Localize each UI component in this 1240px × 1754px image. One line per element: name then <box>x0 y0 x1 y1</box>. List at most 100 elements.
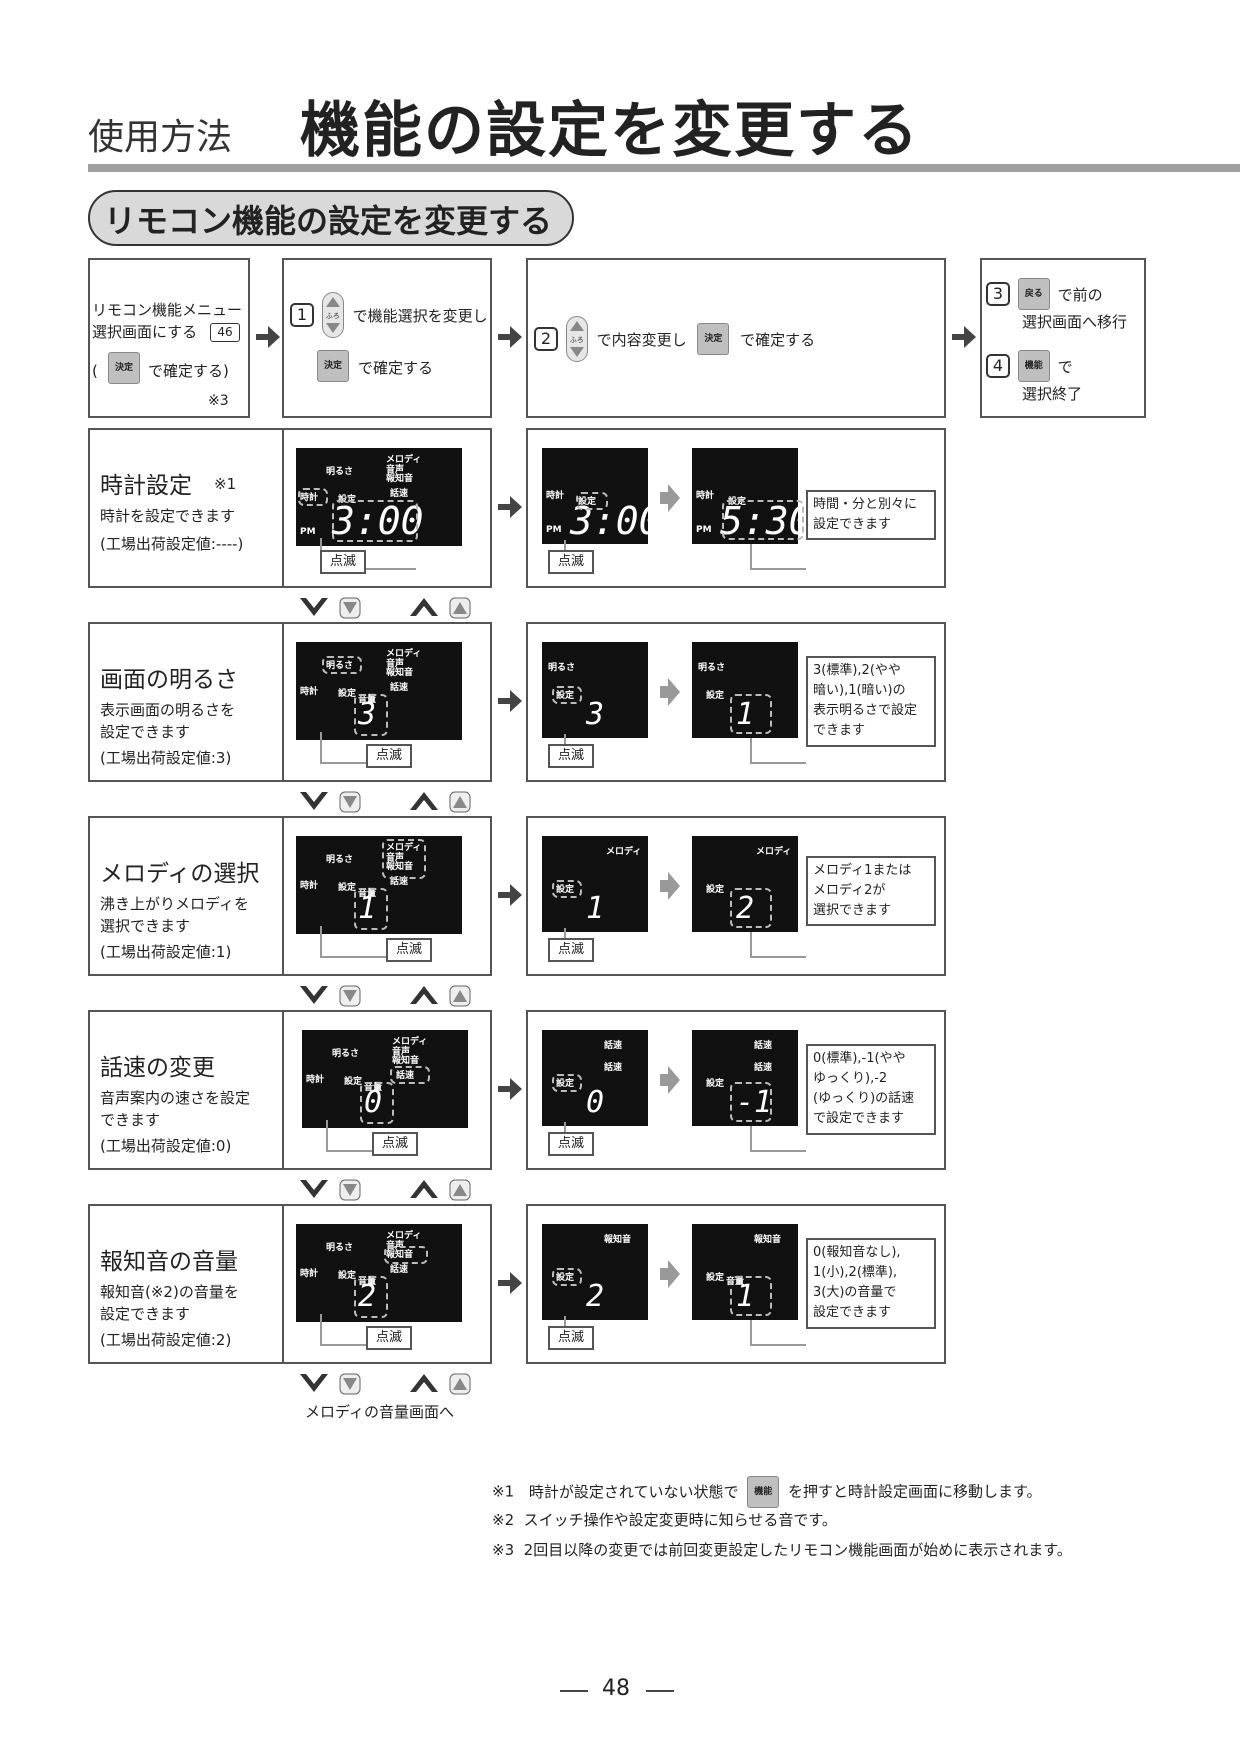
modoru-key[interactable]: 戻る <box>1017 278 1050 310</box>
row-divider <box>282 622 284 782</box>
connector-line <box>750 956 806 958</box>
display-screen <box>542 836 648 932</box>
display-label-settei: 設定 <box>728 497 747 507</box>
row-note-line: 設定できます <box>813 1305 892 1321</box>
step1-confirm: で確定する <box>358 359 434 377</box>
step2-row: 2 ふろ で内容変更し 決定 で確定する <box>534 316 815 362</box>
display-screen <box>692 642 798 738</box>
kettei-key[interactable]: 決定 <box>697 323 730 355</box>
highlight-value <box>354 888 388 930</box>
display-value: 1 <box>586 891 605 926</box>
display-label-melody: メロディ <box>756 847 792 857</box>
display-screen <box>692 1224 798 1320</box>
display-value: 2 <box>736 891 755 926</box>
display-label-tokei: 時計 <box>696 491 715 501</box>
display-label-melody: メロディ <box>606 847 642 857</box>
display-label-houchion: 報知音 <box>392 1056 420 1066</box>
display-label-onryo: 音量 <box>358 1277 377 1287</box>
start-box <box>88 258 250 418</box>
highlight-value <box>332 500 418 542</box>
row-note-line: 0(標準),-1(やや <box>813 1051 906 1066</box>
display-label-wasoku: 話速 <box>396 1071 415 1081</box>
display-label-akarusa: 明るさ <box>548 663 576 673</box>
display-label-wasoku: 話速 <box>604 1041 623 1051</box>
step1-number: 1 <box>290 303 314 327</box>
updown-key[interactable]: ふろ <box>565 316 588 362</box>
page-ref-number: 46 <box>217 325 233 339</box>
row-note-line: できます <box>813 723 866 739</box>
row-divider <box>282 816 284 976</box>
connector-line <box>320 1344 402 1346</box>
row-note-box: 0(標準),-1(ややゆっくり),-2(ゆっくり)の話速で設定できます <box>806 1044 936 1135</box>
highlight-value <box>722 500 804 540</box>
connector-line <box>750 762 806 764</box>
display-label-wasoku: 話速 <box>390 683 409 693</box>
transition-arrow-icon <box>660 872 680 900</box>
kettei-key[interactable]: 決定 <box>317 350 349 382</box>
step2-confirm: で確定する <box>740 330 816 349</box>
display-value: 1 <box>358 891 377 926</box>
step4-text2: 選択終了 <box>1022 385 1083 403</box>
display-value: 1 <box>736 1279 755 1314</box>
display-label-onryo: 音量 <box>358 889 377 899</box>
nav-arrows-icon <box>300 1179 471 1201</box>
display-label-houchion: 報知音 <box>604 1235 632 1245</box>
blink-label: 点滅 <box>548 938 595 962</box>
kinou-key[interactable]: 機能 <box>747 1476 780 1508</box>
connector-line <box>750 1320 752 1346</box>
updown-key[interactable]: ふろ <box>321 292 344 338</box>
display-label-wasoku: 話速 <box>390 489 409 499</box>
nav-arrows-icon <box>300 597 471 619</box>
display-screen <box>542 1030 648 1126</box>
highlight-value <box>360 1082 394 1124</box>
display-label-houchion: 報知音 <box>386 668 414 678</box>
blink-label: 点滅 <box>372 1132 419 1156</box>
display-screen <box>542 1224 648 1320</box>
step1-text: で機能選択を変更し <box>352 306 488 325</box>
kettei-key[interactable]: 決定 <box>108 352 140 384</box>
footnote-1-text-b: を押すと時計設定画面に移動します。 <box>788 1482 1042 1501</box>
right-arrow-icon <box>498 1272 522 1294</box>
transition-arrow-icon <box>660 1260 680 1288</box>
display-label-settei: 設定 <box>556 691 575 701</box>
connector-line <box>750 932 752 958</box>
row-note-line: 1(小),2(標準), <box>813 1265 898 1281</box>
furo-label: ふろ <box>325 312 340 320</box>
right-arrow-icon <box>256 326 280 348</box>
right-arrow-icon <box>498 496 522 518</box>
display-screen <box>296 836 462 934</box>
step1-box <box>282 258 492 418</box>
row-factory-default: (工場出荷設定値:2) <box>100 1331 232 1349</box>
connector-line <box>750 1150 806 1152</box>
transition-arrow-icon <box>660 1066 680 1094</box>
display-label-onsei: 音声 <box>386 853 405 863</box>
display-label-onsei: 音声 <box>386 659 405 669</box>
start-line2: 選択画面にする <box>92 323 198 341</box>
display-label-melody: メロディ <box>392 1037 428 1047</box>
row-title: 報知音の音量 <box>100 1249 238 1275</box>
row-title: 画面の明るさ <box>100 667 238 693</box>
display-label-wasoku-2: 話速 <box>754 1063 773 1073</box>
connector-line <box>750 738 752 764</box>
display-label-akarusa: 明るさ <box>326 1243 354 1253</box>
display-label-melody: メロディ <box>386 843 422 853</box>
kinou-key[interactable]: 機能 <box>1017 350 1050 382</box>
highlight-value <box>730 694 772 734</box>
display-label-settei: 設定 <box>706 1273 725 1283</box>
display-label-onryo: 音量 <box>726 1277 745 1287</box>
display-label-settei: 設定 <box>556 885 575 895</box>
display-label-settei: 設定 <box>706 885 725 895</box>
start-paren: ( <box>92 362 98 380</box>
highlight-settei <box>552 1074 582 1092</box>
display-label-onsei: 音声 <box>386 465 405 475</box>
row-divider <box>282 1010 284 1170</box>
display-label-tokei: 時計 <box>300 493 319 503</box>
display-label-melody: メロディ <box>386 1231 422 1241</box>
highlight-active-label <box>390 1066 430 1084</box>
connector-line <box>320 1314 322 1346</box>
section-label: 使用方法 <box>88 117 233 158</box>
right-arrow-icon <box>952 326 976 348</box>
row-title: 時計設定 <box>100 473 192 499</box>
row-note-line: 3(大)の音量で <box>813 1285 897 1301</box>
display-screen <box>692 836 798 932</box>
